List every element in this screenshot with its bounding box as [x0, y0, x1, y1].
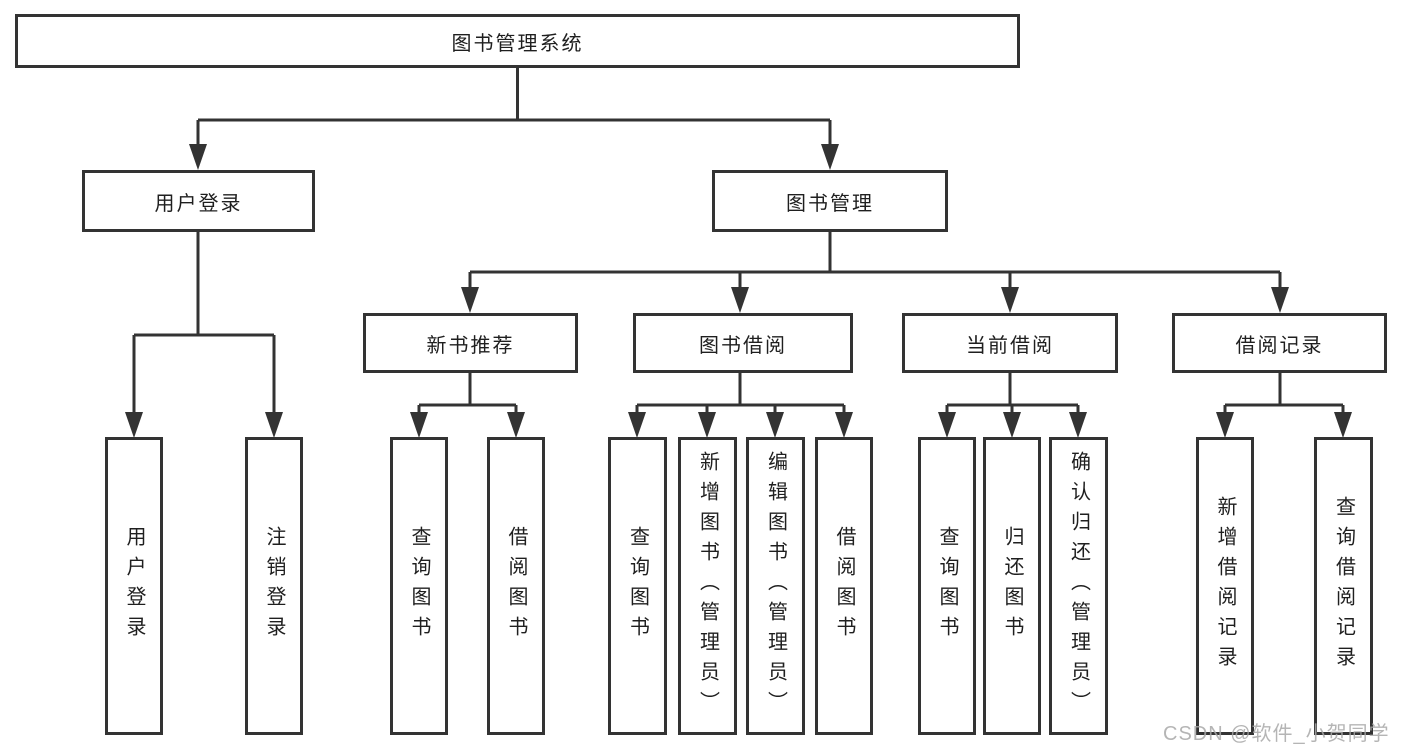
- leaf-query-books-3-label: 查询图书: [936, 526, 958, 646]
- leaf-edit-books-admin-label: 编辑图书（管理员）: [764, 451, 787, 721]
- node-new-book-recommend-label: 新书推荐: [426, 334, 515, 357]
- node-root-label: 图书管理系统: [451, 32, 584, 55]
- leaf-query-borrow-record: 查询借阅记录: [1314, 437, 1373, 735]
- arrowheads: [125, 144, 1352, 438]
- node-user-login: 用户登录: [82, 170, 315, 232]
- leaf-user-login: 用户登录: [105, 437, 163, 735]
- leaf-query-books-1-label: 查询图书: [408, 526, 430, 646]
- leaf-query-books-3: 查询图书: [918, 437, 976, 735]
- node-book-borrow-label: 图书借阅: [699, 334, 787, 357]
- node-book-management: 图书管理: [712, 170, 948, 232]
- leaf-add-books-admin: 新增图书（管理员）: [678, 437, 737, 735]
- leaf-confirm-return-admin-label: 确认归还（管理员）: [1067, 451, 1090, 721]
- node-new-book-recommend: 新书推荐: [363, 313, 578, 373]
- node-borrow-records: 借阅记录: [1172, 313, 1387, 373]
- leaf-query-books-2-label: 查询图书: [626, 526, 649, 646]
- leaf-query-books-1: 查询图书: [390, 437, 448, 735]
- node-current-borrow: 当前借阅: [902, 313, 1118, 373]
- leaf-borrow-books-1-label: 借阅图书: [505, 526, 527, 646]
- leaf-confirm-return-admin: 确认归还（管理员）: [1049, 437, 1108, 735]
- leaf-logout-label: 注销登录: [263, 526, 285, 646]
- leaf-return-books-label: 归还图书: [1001, 526, 1023, 646]
- leaf-add-borrow-record-label: 新增借阅记录: [1214, 496, 1236, 676]
- leaf-add-borrow-record: 新增借阅记录: [1196, 437, 1254, 735]
- csdn-watermark: CSDN @软件_小贺同学: [1163, 723, 1390, 745]
- connector-path: [132, 68, 1345, 433]
- leaf-borrow-books-1: 借阅图书: [487, 437, 545, 735]
- leaf-return-books: 归还图书: [983, 437, 1041, 735]
- leaf-logout: 注销登录: [245, 437, 303, 735]
- leaf-borrow-books-2: 借阅图书: [815, 437, 873, 735]
- node-root: 图书管理系统: [15, 14, 1020, 68]
- node-borrow-records-label: 借阅记录: [1235, 334, 1324, 357]
- leaf-edit-books-admin: 编辑图书（管理员）: [746, 437, 805, 735]
- leaf-user-login-label: 用户登录: [123, 526, 145, 646]
- node-book-management-label: 图书管理: [786, 192, 874, 215]
- node-current-borrow-label: 当前借阅: [966, 334, 1054, 357]
- node-user-login-label: 用户登录: [154, 192, 243, 215]
- leaf-borrow-books-2-label: 借阅图书: [833, 526, 855, 646]
- leaf-query-borrow-record-label: 查询借阅记录: [1332, 496, 1355, 676]
- leaf-add-books-admin-label: 新增图书（管理员）: [696, 451, 719, 721]
- node-book-borrow: 图书借阅: [633, 313, 853, 373]
- leaf-query-books-2: 查询图书: [608, 437, 667, 735]
